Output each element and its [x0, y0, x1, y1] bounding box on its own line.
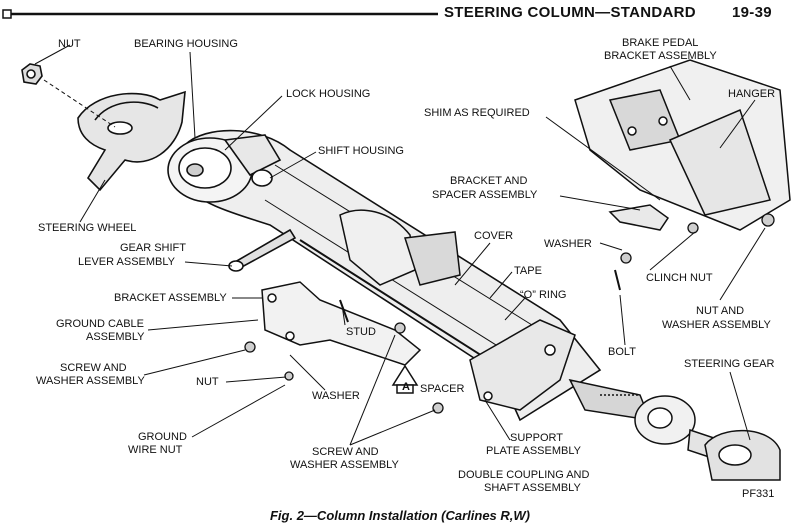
- label-steering-gear: STEERING GEAR: [684, 358, 775, 370]
- label-clinch-nut: CLINCH NUT: [646, 272, 713, 284]
- label-hanger: HANGER: [728, 88, 776, 100]
- label-cover: COVER: [474, 230, 514, 242]
- label-arrow-a: A: [402, 381, 410, 393]
- bracket-spacer-part: [608, 204, 670, 231]
- header-rule: [2, 9, 438, 19]
- label-washer-right: WASHER: [544, 238, 592, 250]
- label-nut-washer-line2: WASHER ASSEMBLY: [662, 319, 771, 331]
- label-ground-wire-line2: WIRE NUT: [128, 444, 183, 456]
- label-screw-washer-line1: SCREW AND: [60, 362, 127, 374]
- label-bracket-assembly: BRACKET ASSEMBLY: [114, 292, 227, 304]
- label-gear-shift-line2: LEVER ASSEMBLY: [78, 256, 176, 268]
- label-bearing-housing: BEARING HOUSING: [134, 38, 238, 50]
- label-o-ring: “O” RING: [520, 289, 567, 301]
- label-ground-cable-line1: GROUND CABLE: [56, 318, 145, 330]
- steering-wheel: [77, 90, 186, 192]
- label-screw-washer-line2: WASHER ASSEMBLY: [36, 375, 145, 387]
- label-shim: SHIM AS REQUIRED: [424, 107, 530, 119]
- label-ground-wire-line1: GROUND: [138, 431, 187, 443]
- label-shift-housing: SHIFT HOUSING: [318, 145, 404, 157]
- label-nut-washer-line1: NUT AND: [696, 305, 745, 317]
- figure-caption: Fig. 2—Column Installation (Carlines R,W…: [269, 508, 530, 523]
- leader-lines: [34, 44, 766, 446]
- label-ground-cable-line2: ASSEMBLY: [86, 331, 145, 343]
- label-screw-washer-mid-line2: WASHER ASSEMBLY: [290, 459, 399, 471]
- label-nut: NUT: [58, 38, 81, 50]
- label-support-plate-line2: PLATE ASSEMBLY: [486, 445, 581, 457]
- label-bracket-spacer-line2: SPACER ASSEMBLY: [432, 189, 538, 201]
- label-stud: STUD: [346, 326, 376, 338]
- page-number: 19-39: [732, 4, 772, 21]
- arrow-a-marker: [391, 364, 419, 394]
- label-nut-lower: NUT: [196, 376, 219, 388]
- page-title: STEERING COLUMN—STANDARD: [444, 4, 696, 21]
- figure-code: PF331: [742, 488, 775, 500]
- nut-part: [21, 63, 116, 128]
- label-steering-wheel: STEERING WHEEL: [38, 222, 137, 234]
- gear-shift-lever: [228, 228, 297, 272]
- support-plate-part: [469, 319, 576, 411]
- label-double-coupling-line2: SHAFT ASSEMBLY: [484, 482, 581, 494]
- label-lock-housing: LOCK HOUSING: [286, 88, 371, 100]
- bearing-housing-part: [167, 134, 282, 203]
- bracket-assembly-part: [261, 281, 422, 366]
- label-double-coupling-line1: DOUBLE COUPLING AND: [458, 469, 590, 481]
- brake-pedal-bracket-part: [574, 59, 791, 231]
- label-support-plate-line1: SUPPORT: [510, 432, 563, 444]
- fasteners: [244, 213, 775, 414]
- label-washer-lower: WASHER: [312, 390, 360, 402]
- steering-gear-part: [704, 429, 781, 481]
- double-coupling-part: [568, 378, 721, 462]
- label-spacer: SPACER: [420, 383, 465, 395]
- label-gear-shift-line1: GEAR SHIFT: [119, 242, 186, 254]
- label-brake-pedal-line2: BRACKET ASSEMBLY: [604, 50, 717, 62]
- label-bracket-spacer-line1: BRACKET AND: [450, 175, 528, 187]
- label-brake-pedal-line1: BRAKE PEDAL: [622, 37, 699, 49]
- label-bolt: BOLT: [608, 346, 636, 358]
- label-screw-washer-mid-line1: SCREW AND: [312, 446, 379, 458]
- label-tape: TAPE: [514, 265, 542, 277]
- mounting-bracket: [339, 209, 461, 286]
